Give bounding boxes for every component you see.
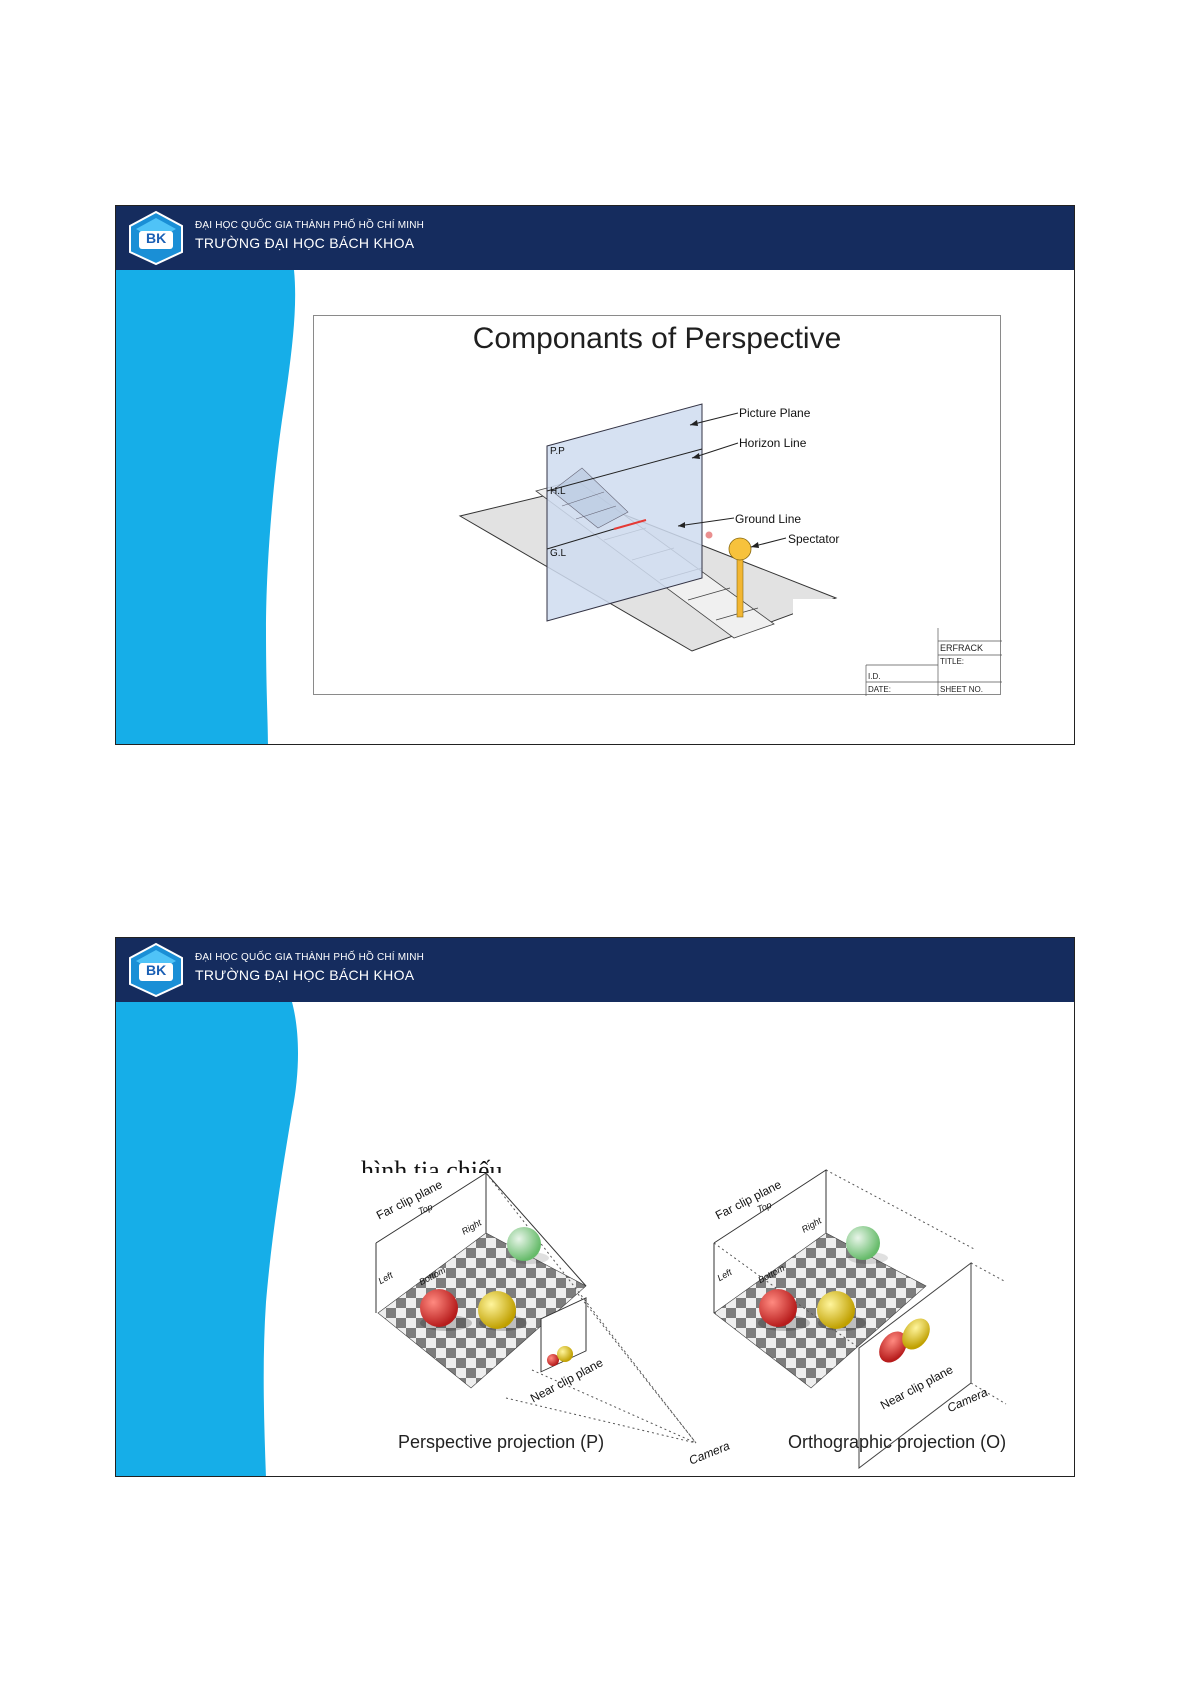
- label-pp: P.P: [550, 446, 565, 457]
- bk-logo-icon: [129, 210, 183, 266]
- title-block-name: ERFRACK: [940, 643, 984, 653]
- perspective-diagram: [458, 403, 1002, 696]
- university-name: ĐẠI HỌC QUỐC GIA THÀNH PHỐ HỒ CHÍ MINH: [195, 952, 425, 963]
- bk-logo-icon: [129, 942, 183, 998]
- title-block-sheet: SHEET NO.: [940, 685, 983, 694]
- title-block-date: DATE:: [868, 685, 891, 694]
- school-name: TRƯỜNG ĐẠI HỌC BÁCH KHOA: [195, 967, 415, 983]
- orthographic-caption: Orthographic projection (O): [788, 1432, 1007, 1452]
- label-gl: G.L: [550, 548, 567, 559]
- cut-off-heading: hình tia chiếu: [361, 1156, 503, 1173]
- title-block-title: TITLE:: [940, 657, 965, 666]
- slide-projection-types: BK ĐẠI HỌC QUỐC GIA THÀNH PHỐ HỒ CHÍ MIN…: [115, 937, 1075, 1477]
- logo-text: BK: [146, 962, 167, 978]
- sidebar-decoration: [116, 1002, 298, 1476]
- logo-text: BK: [146, 230, 167, 246]
- sidebar-decoration: [116, 270, 296, 744]
- slide-title: Componants of Perspective: [472, 322, 842, 355]
- perspective-caption: Perspective projection (P): [398, 1432, 605, 1452]
- slide-header: BK ĐẠI HỌC QUỐC GIA THÀNH PHỐ HỒ CHÍ MIN…: [116, 206, 1074, 270]
- title-block-id: I.D.: [868, 672, 881, 681]
- label-hl: H.L: [550, 486, 566, 497]
- title-block: [865, 628, 1002, 696]
- slide-header: BK ĐẠI HỌC QUỐC GIA THÀNH PHỐ HỒ CHÍ MIN…: [116, 938, 1074, 1002]
- label-ground-line: Ground Line: [735, 512, 802, 526]
- orthographic-diagram: [713, 1169, 1007, 1470]
- school-name: TRƯỜNG ĐẠI HỌC BÁCH KHOA: [195, 235, 415, 251]
- content-frame: Componants of Perspective: [313, 315, 1002, 696]
- label-spectator: Spectator: [788, 532, 840, 546]
- projection-diagrams: [375, 1169, 1007, 1470]
- slide-components-of-perspective: BK ĐẠI HỌC QUỐC GIA THÀNH PHỐ HỒ CHÍ MIN…: [115, 205, 1075, 745]
- university-name: ĐẠI HỌC QUỐC GIA THÀNH PHỐ HỒ CHÍ MINH: [195, 220, 425, 231]
- label-horizon-line: Horizon Line: [739, 436, 807, 450]
- perspective-diagram: [375, 1172, 697, 1444]
- label-picture-plane: Picture Plane: [739, 406, 811, 420]
